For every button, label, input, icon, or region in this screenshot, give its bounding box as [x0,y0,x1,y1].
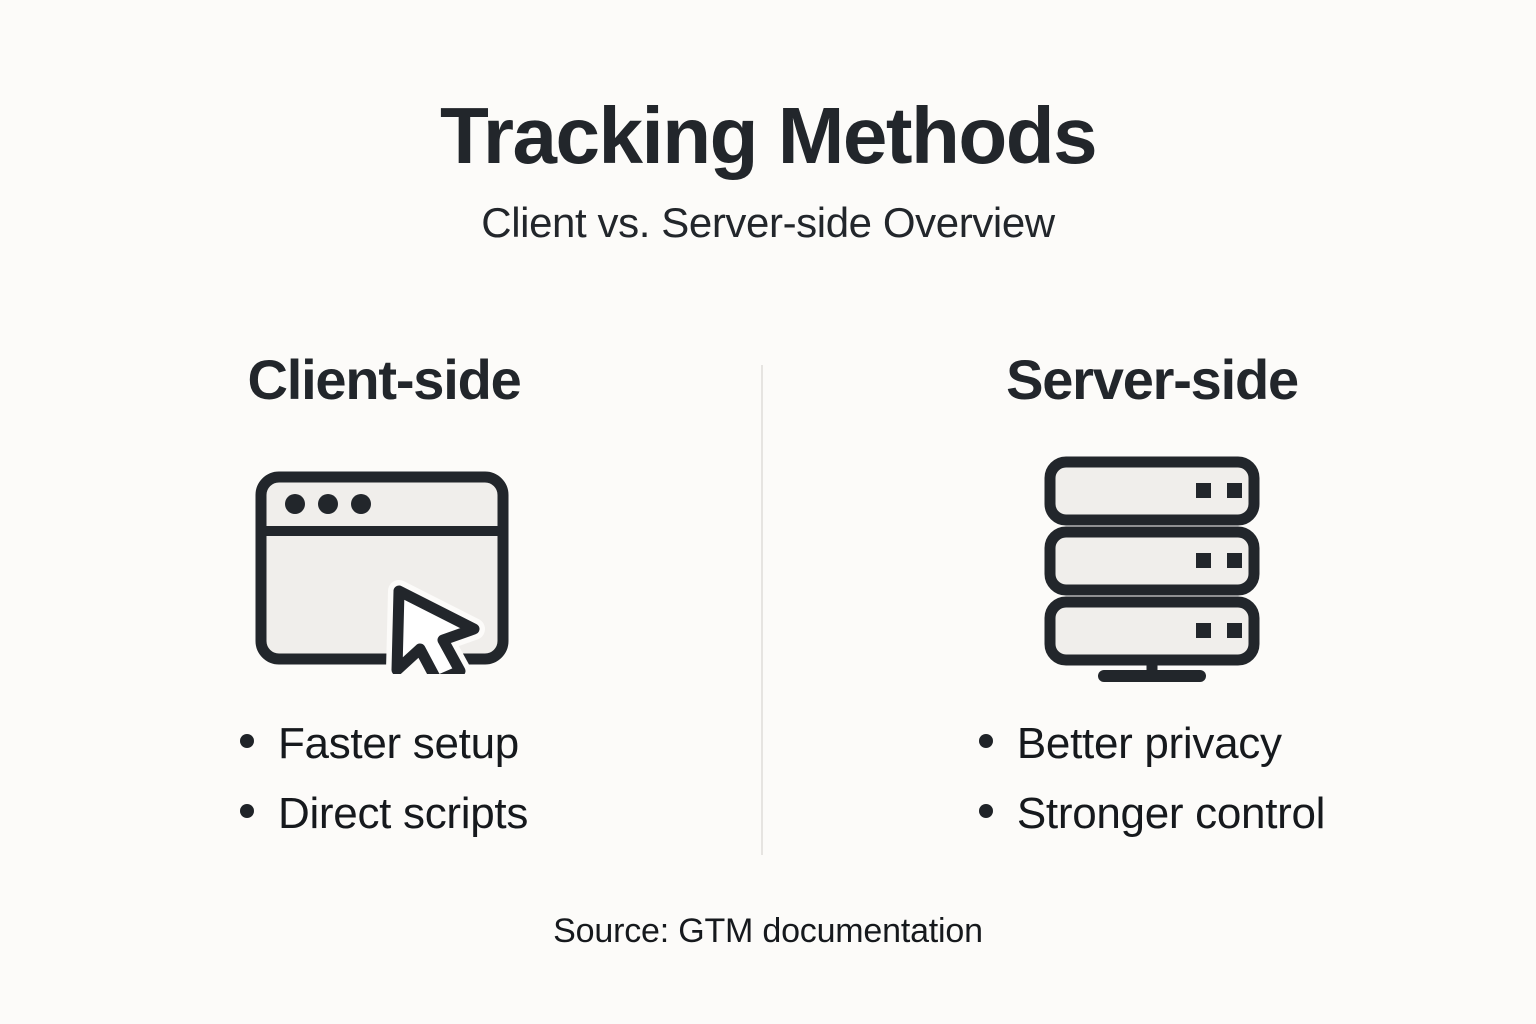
comparison-columns: Client-side [0,352,1536,836]
bullet-text: Faster setup [277,719,519,768]
column-heading-server-side: Server-side [1006,348,1299,411]
bullet-text: Better privacy [1016,719,1282,768]
list-item: Direct scripts [239,789,529,838]
list-item: Faster setup [239,719,528,768]
list-item: Stronger control [978,789,1326,838]
column-heading-client-side: Client-side [247,348,521,411]
page-title: Tracking Methods [439,91,1098,180]
bullet-list-server-side: Better privacy Stronger control [978,719,1326,838]
source-caption: Source: GTM documentation [553,912,983,950]
bullet-list-client-side: Faster setup Direct scripts [239,719,529,838]
page-subtitle: Client vs. Server-side Overview [481,199,1055,246]
bullet-text: Direct scripts [277,789,529,838]
bullet-dot-icon [978,804,993,818]
list-item: Better privacy [978,719,1325,768]
browser-window-cursor-icon [247,450,521,682]
bullet-dot-icon [239,734,254,748]
column-client-side: Client-side [0,352,768,836]
bullet-dot-icon [978,734,993,748]
bullet-dot-icon [239,804,254,818]
server-rack-icon [1036,450,1268,682]
column-divider [761,365,763,855]
header: Tracking Methods Client vs. Server-side … [0,96,1536,244]
bullet-text: Stronger control [1016,789,1326,838]
column-server-side: Server-side [768,352,1536,836]
